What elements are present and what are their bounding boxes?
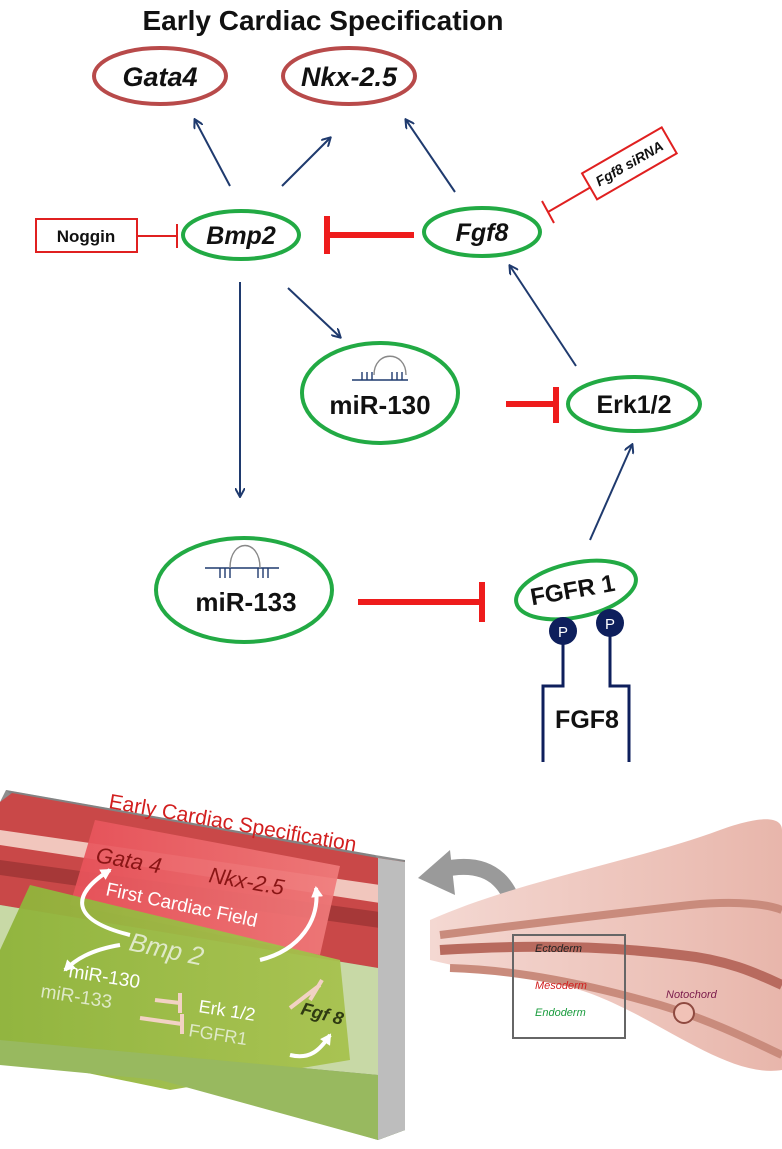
slab-inhibit-fgf [288,978,324,1010]
svg-text:P: P [558,624,568,641]
node-mir133: miR-133 [154,536,334,644]
arrow-bmp2-nkx25 [281,138,330,187]
node-bmp2-label: Bmp2 [206,222,276,250]
label-notochord: Notochord [666,989,718,1001]
node-gata4: Gata4 [92,46,228,106]
inhibit-fgf8-bmp2 [324,216,414,254]
inhibit-mir130-erk [506,387,559,423]
noggin-inhibition [137,224,178,248]
node-bmp2: Bmp2 [181,209,301,261]
fgf8-ligand-label: FGF8 [555,706,619,734]
slab-inhibit-mir133 [139,1014,184,1034]
label-endoderm: Endoderm [535,1007,586,1019]
node-mir130: miR-130 [300,341,460,445]
node-fgf8: Fgf8 [422,206,542,258]
fgf8-receptor: P P FGF8 [541,609,631,762]
svg-text:P: P [605,616,615,633]
arrow-fgf8-nkx25 [406,120,456,193]
cardiac-field-illustration: Early Cardiac Specification Gata 4 Nkx-2… [0,790,782,1140]
node-fgfr1: FGFR 1 [514,558,638,622]
activation-arrows [195,120,632,541]
label-mesoderm: Mesoderm [535,980,587,992]
slab-arrow-mir130 [63,943,121,972]
hairpin-icon [352,355,408,381]
notochord-shape [673,1002,695,1024]
node-fgf8-label: Fgf8 [456,219,509,247]
inhibit-mir133-fgfr1 [358,582,485,622]
green-signaling-region [0,885,350,1090]
embryo-cross-section: Ectoderm Mesoderm Endoderm Notochord [430,819,782,1071]
node-nkx25-label: Nkx-2.5 [301,62,398,92]
arrow-bmp2-mir130 [287,287,340,337]
first-cardiac-field-region [70,820,340,955]
arrow-bmp2-gata4 [195,120,231,187]
diagram-title: Early Cardiac Specification [142,5,503,36]
node-mir130-label: miR-130 [329,390,430,420]
node-erk: Erk1/2 [566,375,702,433]
phospho-site-right: P [596,609,624,637]
hairpin-icon [205,544,279,578]
inhibition-arrows [324,216,559,622]
detail-box [512,934,626,1039]
sirna-box: Fgf8 siRNA [580,126,679,201]
node-gata4-label: Gata4 [122,62,197,92]
arrow-fgfr1-erk [589,445,632,541]
sirna-inhibition [541,186,592,224]
label-ectoderm: Ectoderm [535,943,582,955]
slab-inhibit-mir130 [154,993,182,1013]
node-mir133-label: miR-133 [195,587,296,617]
slab-arrow-nkx [259,886,324,962]
node-erk-label: Erk1/2 [596,391,671,419]
phospho-site-left: P [549,617,577,645]
arrow-erk-fgf8 [510,266,577,367]
noggin-label: Noggin [57,227,116,246]
slab-arrow-gata4 [80,868,131,937]
node-nkx25: Nkx-2.5 [281,46,417,106]
noggin-box: Noggin [35,218,138,253]
curved-pointer-arrowhead [418,850,455,895]
slab-arrow-fgf [289,1033,332,1059]
